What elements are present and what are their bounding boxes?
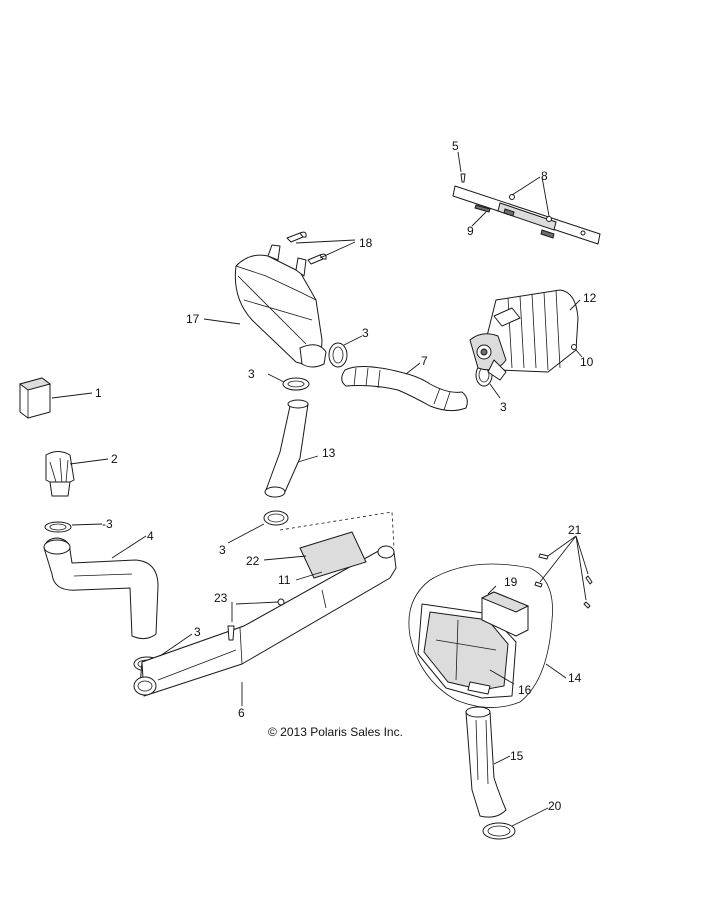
part-9-bracket bbox=[452, 185, 601, 245]
callout-3: -3 bbox=[102, 517, 113, 531]
callout-1: 1 bbox=[95, 386, 102, 400]
copyright-text: © 2013 Polaris Sales Inc. bbox=[268, 725, 403, 739]
callout-21: 21 bbox=[568, 523, 582, 537]
part-10-screw bbox=[571, 344, 577, 350]
callout-5: 5 bbox=[452, 139, 459, 153]
callout-8: 8 bbox=[541, 169, 548, 183]
part-19-block bbox=[480, 591, 530, 637]
callout-6: 6 bbox=[238, 706, 245, 720]
callout-2: 2 bbox=[111, 452, 118, 466]
part-8-nuts bbox=[509, 194, 586, 236]
callout-20: 20 bbox=[548, 799, 562, 813]
callout-12: 12 bbox=[583, 291, 597, 305]
callout-11: 11 bbox=[278, 573, 291, 587]
callout-labels: 1 2 -3 4 5 8 9 18 17 3 12 10 7 3 3 13 3 … bbox=[95, 139, 597, 813]
part-2-cap bbox=[45, 451, 75, 497]
callout-13: 13 bbox=[322, 446, 336, 460]
callout-10: 10 bbox=[580, 355, 594, 369]
callout-19: 19 bbox=[504, 575, 518, 589]
part-14-filter-assembly bbox=[408, 563, 553, 708]
part-22-label bbox=[299, 531, 367, 579]
callout-3-bottom: 3 bbox=[194, 625, 201, 639]
callout-3-top: 3 bbox=[248, 367, 255, 381]
callout-23: 23 bbox=[214, 591, 228, 605]
part-17-airbox bbox=[234, 244, 327, 368]
part-21-screws bbox=[534, 553, 593, 609]
part-3-clamp-small bbox=[44, 521, 72, 533]
callout-16: 16 bbox=[518, 683, 532, 697]
leader-lines bbox=[51, 151, 589, 827]
part-12-blower bbox=[469, 289, 579, 381]
part-3-clamp-airbox bbox=[328, 342, 348, 368]
callout-15: 15 bbox=[510, 749, 524, 763]
part-5-screw bbox=[460, 173, 466, 183]
callout-14: 14 bbox=[568, 671, 582, 685]
part-15-tube bbox=[465, 706, 507, 818]
part-20-clamp bbox=[482, 822, 516, 840]
callout-22: 22 bbox=[246, 554, 260, 568]
part-3-clamp-top bbox=[282, 377, 310, 391]
callout-3-right: 3 bbox=[500, 400, 507, 414]
part-13-tube bbox=[264, 399, 309, 498]
callout-18: 18 bbox=[359, 236, 373, 250]
part-3-clamp-mid bbox=[263, 510, 289, 526]
part-1-block bbox=[18, 377, 52, 419]
callout-4: 4 bbox=[147, 529, 154, 543]
callout-3-mid: 3 bbox=[219, 543, 226, 557]
part-18-push-pins bbox=[286, 231, 327, 265]
part-11-duct bbox=[133, 545, 397, 697]
callout-3-airbox: 3 bbox=[362, 326, 369, 340]
callout-9: 9 bbox=[467, 224, 474, 238]
part-4-elbow-duct bbox=[43, 537, 159, 640]
callout-17: 17 bbox=[186, 312, 200, 326]
part-7-hose bbox=[341, 366, 468, 412]
callout-7: 7 bbox=[421, 354, 428, 368]
